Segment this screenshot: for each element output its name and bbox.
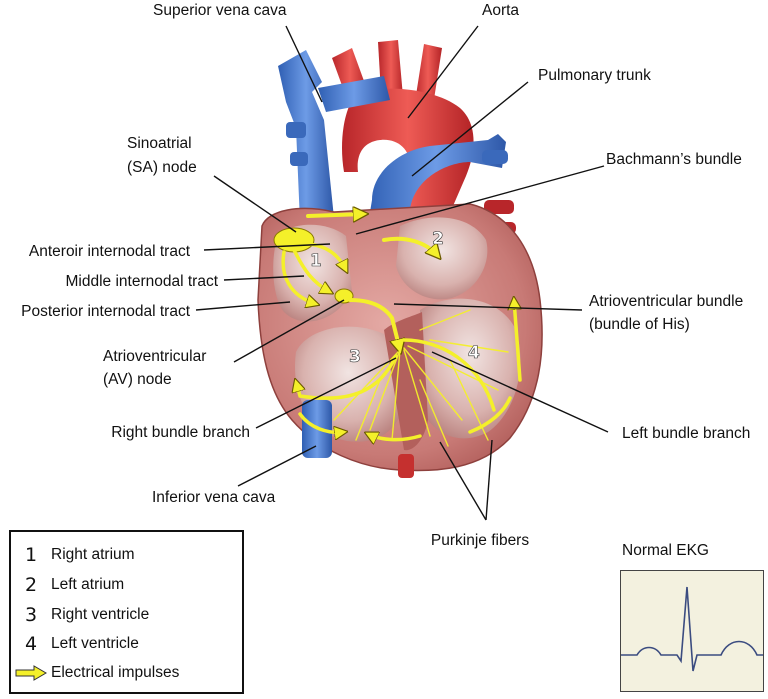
pulmonary-vein-stub-1 [484,200,514,214]
label-av-node-line1: Atrioventricular [103,348,206,365]
leader-pulmonary [411,81,529,177]
legend-item-left-atrium: 2 Left atrium [11,572,124,598]
legend-label: Electrical impulses [51,664,180,681]
legend-item-right-atrium: 1 Right atrium [11,542,135,568]
chamber-number-1: 1 [310,251,322,271]
label-inferior-vena-cava: Inferior vena cava [152,489,276,506]
svc-stub [286,122,306,138]
legend-item-electrical-impulses: Electrical impulses [11,660,179,686]
label-pulmonary-trunk: Pulmonary trunk [538,67,651,84]
yellow-arrow-icon [11,665,51,681]
legend-number: 1 [24,544,38,566]
left-bundle-path [402,338,496,412]
ekg-panel [620,570,764,692]
aorta [342,88,474,238]
leader-ivc [237,445,317,487]
legend: 1 Right atrium 2 Left atrium 3 Right ven… [9,530,244,694]
legend-item-left-ventricle: 4 Left ventricle [11,631,139,657]
pulmonary-stub [482,150,508,164]
label-sa-node-line2: (SA) node [127,159,197,176]
legend-number: 4 [24,633,38,655]
label-av-node-line2: (AV) node [103,371,172,388]
legend-label: Right atrium [51,546,135,563]
leader-anterior [203,243,331,251]
label-aorta: Aorta [482,2,519,19]
legend-number: 3 [24,604,38,626]
leader-purkinje-2 [485,439,493,521]
bundle-of-his [348,298,400,350]
legend-label: Left atrium [51,576,125,593]
leader-middle [223,275,305,281]
label-right-bundle: Right bundle branch [111,424,250,441]
label-anterior-tract: Anteroir internodal tract [29,243,191,260]
conduction-system [273,214,522,447]
right-wall-impulse [298,412,344,432]
leader-right-bundle [255,357,397,429]
left-lateral-impulse [514,300,522,382]
right-bundle-path [296,354,398,400]
chamber-number-4: 4 [468,343,480,363]
legend-label: Left ventricle [51,635,139,652]
leader-av-bundle [393,303,583,311]
label-bachmanns-bundle: Bachmann’s bundle [606,151,742,168]
label-superior-vena-cava: Superior vena cava [153,2,287,19]
leader-aorta [407,25,479,119]
label-purkinje: Purkinje fibers [431,532,529,549]
legend-label: Right ventricle [51,606,150,623]
label-av-bundle-line2: (bundle of His) [589,316,690,333]
svc-branch [318,76,390,112]
chamber-number-3: 3 [349,347,361,367]
label-sa-node-line1: Sinoatrial [127,135,192,152]
leader-av-node [233,299,345,363]
descending-vessel [398,454,414,478]
ekg-title: Normal EKG [622,542,709,559]
posterior-tract-path [281,250,316,304]
label-av-bundle-line1: Atrioventricular bundle [589,293,743,310]
label-middle-tract: Middle internodal tract [66,273,219,290]
svc-stub-2 [290,152,308,166]
label-posterior-tract: Posterior internodal tract [21,303,191,320]
middle-tract-path [292,248,330,292]
leader-bachmann [355,165,605,235]
leader-left-bundle [431,351,609,433]
leader-sa [213,175,297,233]
superior-vena-cava [278,50,334,222]
leader-svc [285,25,323,103]
ekg-trace [621,586,763,672]
leader-posterior [195,301,291,311]
bottom-impulse-left [468,396,512,434]
bachmanns-bundle-path [306,214,364,216]
legend-item-right-ventricle: 3 Right ventricle [11,602,149,628]
leader-lines [195,25,609,521]
labels: Superior vena cava Aorta Pulmonary trunk… [21,2,750,549]
chamber-number-2: 2 [432,229,444,249]
legend-number: 2 [24,574,38,596]
bottom-impulse-right [368,434,422,440]
label-left-bundle: Left bundle branch [622,425,750,442]
purkinje-fibers [333,309,509,447]
left-atrium-impulse [382,236,438,256]
leader-purkinje-1 [439,441,487,521]
